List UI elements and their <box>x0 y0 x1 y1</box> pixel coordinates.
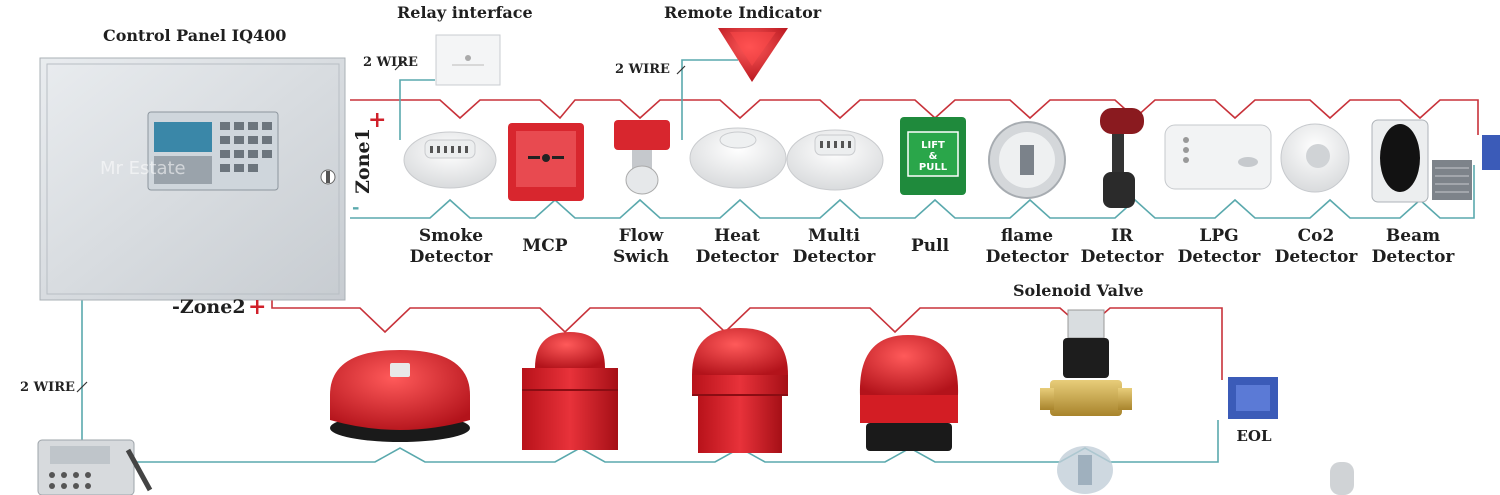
sounder-device-1 <box>522 332 618 450</box>
smoke-detector-device <box>403 131 497 189</box>
zone1-eol-device <box>1482 135 1500 170</box>
flow-switch-device <box>614 120 670 195</box>
pull-text-1: LIFT <box>921 140 945 151</box>
zone2-eol-device <box>1228 377 1278 419</box>
dialer-keypad-device <box>37 439 153 495</box>
pull-station-device: LIFT & PULL <box>900 117 966 195</box>
remote-indicator-device <box>718 28 788 82</box>
zone1-positive-wire <box>350 99 1479 135</box>
partial-object <box>1330 462 1354 495</box>
co2-detector-device <box>1280 123 1350 193</box>
pull-text-3: PULL <box>919 162 948 173</box>
solenoid-valve-device <box>1040 309 1132 494</box>
relay-interface-device <box>435 34 501 86</box>
strobe-device <box>859 335 959 451</box>
zone1-plus-sign: + <box>368 107 387 133</box>
remote-indicator-title: Remote Indicator <box>664 3 822 22</box>
solenoid-valve-title: Solenoid Valve <box>1013 281 1144 300</box>
relay-wire <box>399 79 435 140</box>
eol-label: EOL <box>1236 427 1272 445</box>
control-panel-title: Control Panel IQ400 <box>103 26 287 45</box>
zone1-label: Zone1 <box>351 128 374 194</box>
zone1-minus-sign: - <box>352 197 360 218</box>
zone2-label: -Zone2 <box>172 296 246 318</box>
flame-detector-device <box>988 121 1066 199</box>
zone2-negative-wire <box>81 300 1219 463</box>
lpg-detector-device <box>1164 124 1272 190</box>
mcp-device <box>508 123 584 201</box>
bell-device <box>330 350 470 442</box>
control-panel-iq400 <box>39 57 346 301</box>
heat-detector-device <box>689 127 787 189</box>
watermark-text: Mr Estate <box>100 158 186 179</box>
device-label-mcp: MCP <box>522 236 568 256</box>
pull-text-2: & <box>929 151 938 162</box>
sounder-device-2 <box>692 328 788 453</box>
beam-detector-device <box>1371 119 1472 203</box>
relay-interface-title: Relay interface <box>397 3 533 22</box>
ir-detector-device <box>1100 108 1144 208</box>
remote-wire-label: 2 WIRE <box>615 62 670 77</box>
device-label-pull: Pull <box>910 236 950 256</box>
zone1-negative-wire <box>350 165 1475 219</box>
multi-detector-device <box>786 129 884 191</box>
bottom-wire-label: 2 WIRE <box>20 380 75 395</box>
relay-wire-label: 2 WIRE <box>363 55 418 70</box>
remote-indicator-wire <box>681 59 738 140</box>
zone2-plus-sign: + <box>248 294 267 320</box>
